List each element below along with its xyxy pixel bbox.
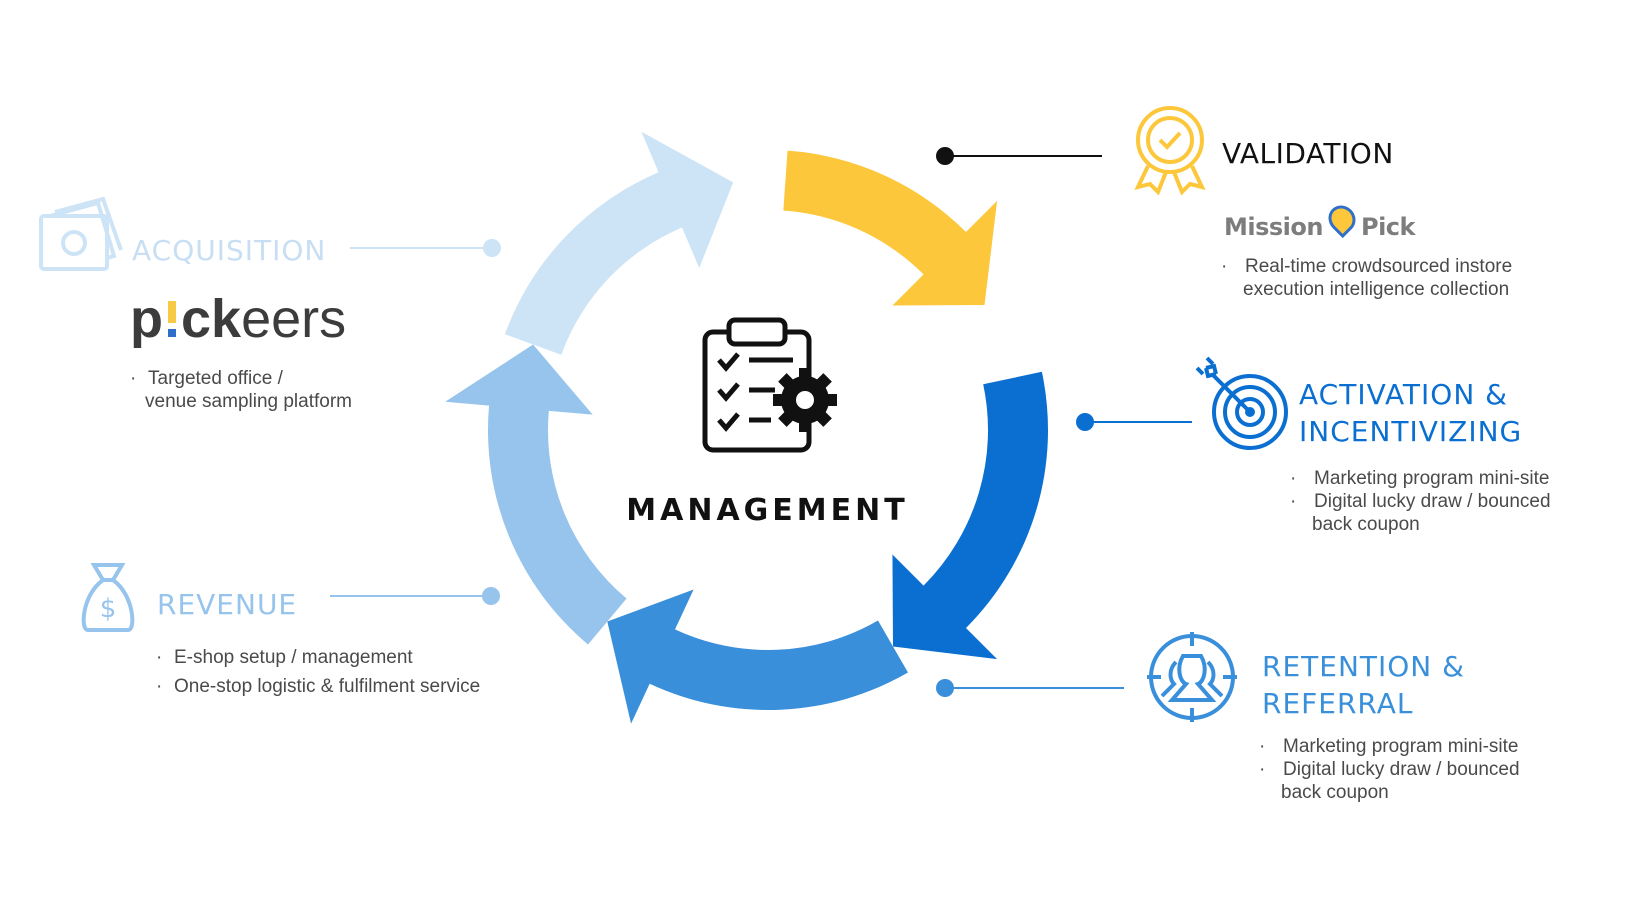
activation-bullet-2: ·Digital lucky draw / bounced bbox=[1290, 491, 1551, 512]
activation-connector bbox=[1076, 413, 1192, 431]
retention-bullet-3: back coupon bbox=[1281, 781, 1389, 805]
validation-connector bbox=[936, 147, 1102, 165]
bullet-text: Digital lucky draw / bounced bbox=[1314, 491, 1551, 512]
retention-connector bbox=[936, 679, 1124, 697]
acquisition-arrow bbox=[504, 131, 734, 355]
clipboard-gear-icon bbox=[702, 317, 837, 453]
activation-bullet-1: ·Marketing program mini-site bbox=[1290, 468, 1550, 489]
money-bill-icon bbox=[39, 196, 123, 271]
center-title: MANAGEMENT bbox=[626, 493, 909, 528]
revenue-title: REVENUE bbox=[157, 588, 298, 621]
bullet-text: Targeted office / bbox=[148, 368, 283, 389]
user-target-icon bbox=[1147, 632, 1237, 722]
bullet-text: execution intelligence collection bbox=[1243, 279, 1510, 300]
money-bag-icon: $ bbox=[81, 563, 135, 632]
bullet-text: One-stop logistic & fulfilment service bbox=[174, 676, 481, 697]
award-badge-icon bbox=[1134, 106, 1206, 196]
acquisition-connector bbox=[350, 239, 501, 257]
bullet-text: Real-time crowdsourced instore bbox=[1245, 256, 1513, 277]
validation-title: VALIDATION bbox=[1222, 137, 1394, 170]
bullet-text: back coupon bbox=[1312, 514, 1420, 535]
revenue-bullet-2: ·One-stop logistic & fulfilment service bbox=[156, 676, 481, 697]
svg-text:$: $ bbox=[100, 594, 117, 624]
acquisition-bullet-2: venue sampling platform bbox=[145, 390, 352, 414]
activation-title-line2: INCENTIVIZING bbox=[1299, 415, 1523, 448]
bullet-text: venue sampling platform bbox=[145, 391, 352, 412]
revenue-connector bbox=[330, 587, 500, 605]
bullet-text: Marketing program mini-site bbox=[1283, 736, 1519, 757]
target-arrow-icon bbox=[1195, 356, 1288, 450]
retention-title-line1: RETENTION & bbox=[1262, 650, 1465, 683]
bullet-text: Digital lucky draw / bounced bbox=[1283, 759, 1520, 780]
retention-bullet-1: ·Marketing program mini-site bbox=[1259, 736, 1519, 757]
retention-title-line2: REFERRAL bbox=[1262, 687, 1414, 720]
revenue-arrow bbox=[445, 344, 627, 645]
acquisition-title: ACQUISITION bbox=[132, 234, 327, 267]
validation-arrow bbox=[783, 150, 998, 306]
revenue-bullet-1: ·E-shop setup / management bbox=[156, 647, 413, 668]
bullet-text: Marketing program mini-site bbox=[1314, 468, 1550, 489]
activation-arrow bbox=[892, 371, 1048, 660]
bullet-text: back coupon bbox=[1281, 782, 1389, 803]
activation-title-line1: ACTIVATION & bbox=[1299, 378, 1508, 411]
activation-bullet-3: back coupon bbox=[1312, 513, 1420, 537]
validation-bullet-1: ·Real-time crowdsourced instore bbox=[1221, 256, 1513, 277]
retention-arrow bbox=[607, 589, 908, 724]
retention-bullet-2: ·Digital lucky draw / bounced bbox=[1259, 759, 1520, 780]
acquisition-bullet-1: ·Targeted office / bbox=[130, 368, 283, 389]
validation-bullet-2: execution intelligence collection bbox=[1243, 278, 1509, 302]
bullet-text: E-shop setup / management bbox=[174, 647, 413, 668]
